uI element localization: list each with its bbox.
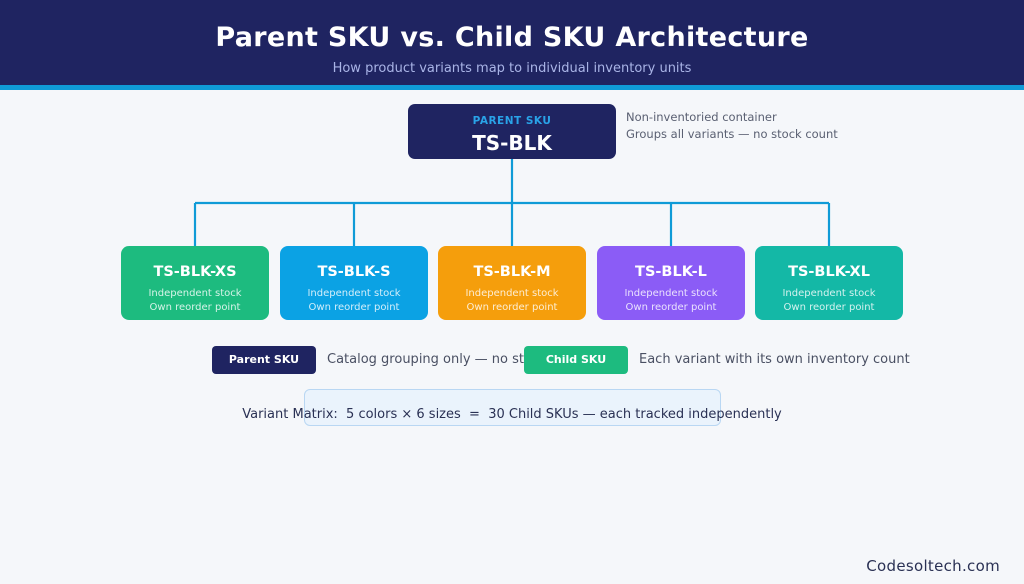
- page-title: Parent SKU vs. Child SKU Architecture: [215, 22, 809, 53]
- parent-sku-code: TS-BLK: [472, 131, 552, 155]
- child-sku-node: TS-BLK-XL Independent stock Own reorder …: [755, 246, 903, 320]
- legend-parent-text: Catalog grouping only — no stock: [327, 352, 547, 367]
- header: [0, 0, 1024, 85]
- child-sku-detail: Own reorder point: [308, 302, 400, 313]
- child-sku-code: TS-BLK-S: [317, 264, 391, 280]
- child-sku-code: TS-BLK-L: [635, 264, 707, 280]
- child-sku-detail: Own reorder point: [149, 302, 241, 313]
- child-sku-node: TS-BLK-XS Independent stock Own reorder …: [121, 246, 269, 320]
- legend-parent-badge: Parent SKU: [212, 346, 316, 374]
- child-sku-detail: Independent stock: [782, 288, 876, 299]
- child-sku-code: TS-BLK-XS: [153, 264, 237, 280]
- legend-child-text: Each variant with its own inventory coun…: [639, 352, 910, 367]
- page-subtitle: How product variants map to individual i…: [332, 61, 692, 76]
- variant-matrix-box: [304, 389, 721, 426]
- child-sku-detail: Own reorder point: [783, 302, 875, 313]
- child-sku-node: TS-BLK-M Independent stock Own reorder p…: [438, 246, 586, 320]
- parent-note-2: Groups all variants — no stock count: [626, 127, 838, 141]
- header-accent-bar: [0, 85, 1024, 90]
- child-sku-detail: Own reorder point: [466, 302, 558, 313]
- child-sku-detail: Independent stock: [465, 288, 559, 299]
- child-sku-node: TS-BLK-L Independent stock Own reorder p…: [597, 246, 745, 320]
- parent-note-1: Non-inventoried container: [626, 110, 777, 124]
- child-sku-code: TS-BLK-M: [473, 264, 551, 280]
- footer-brand: Codesoltech.com: [866, 557, 1000, 575]
- child-sku-detail: Independent stock: [307, 288, 401, 299]
- child-sku-detail: Independent stock: [148, 288, 242, 299]
- parent-sku-label: PARENT SKU: [472, 115, 552, 127]
- child-sku-node: TS-BLK-S Independent stock Own reorder p…: [280, 246, 428, 320]
- parent-sku-node: PARENT SKU TS-BLK: [408, 104, 616, 159]
- legend-child-badge: Child SKU: [524, 346, 628, 374]
- child-sku-code: TS-BLK-XL: [788, 264, 870, 280]
- child-sku-detail: Own reorder point: [625, 302, 717, 313]
- child-sku-detail: Independent stock: [624, 288, 718, 299]
- variant-matrix-text: Variant Matrix: 5 colors × 6 sizes = 30 …: [242, 407, 782, 422]
